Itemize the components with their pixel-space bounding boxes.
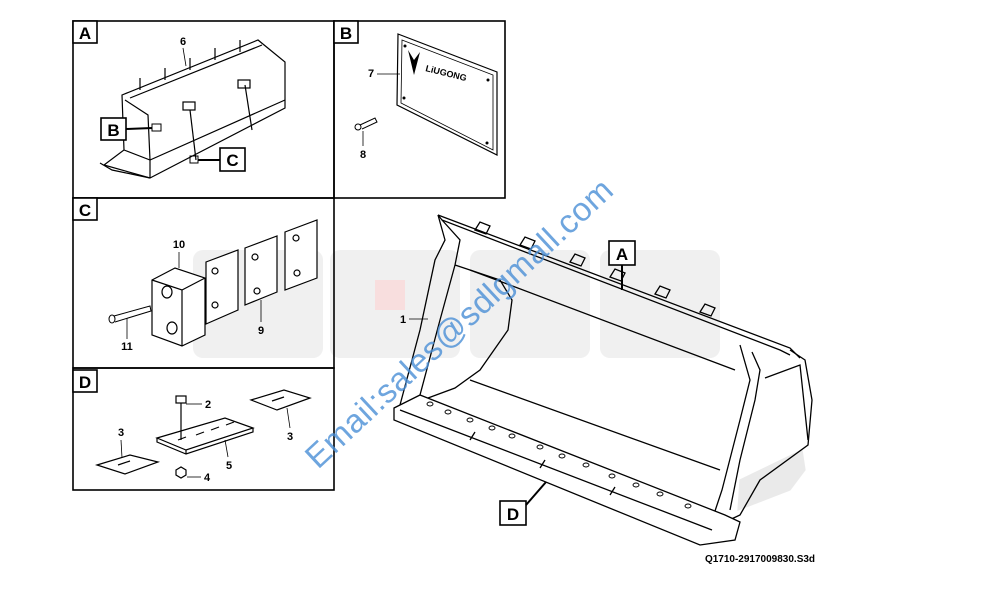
rivet-drawing xyxy=(354,117,378,131)
panel-a-tag: A xyxy=(79,24,91,43)
panel-c: C 10 11 9 xyxy=(72,197,335,369)
callout-8: 8 xyxy=(360,149,366,161)
callout-5: 5 xyxy=(226,460,232,472)
callout-7: 7 xyxy=(368,68,374,80)
callout-a-b: B xyxy=(107,121,119,140)
callout-main-a: A xyxy=(616,245,628,264)
callout-3-left: 3 xyxy=(118,427,124,439)
callout-a-c: C xyxy=(226,151,238,170)
callout-6: 6 xyxy=(180,36,186,48)
name-plate-drawing: LiUGONG xyxy=(396,33,498,156)
bucket-main-drawing xyxy=(393,214,813,546)
bucket-small-drawing xyxy=(99,39,286,179)
callout-main-d: D xyxy=(507,505,519,524)
callout-9: 9 xyxy=(258,325,264,337)
bolt-11-drawing xyxy=(108,305,152,324)
drawing-code: Q1710-2917009830.S3d xyxy=(705,554,815,565)
shim-plates-drawing xyxy=(205,219,318,325)
panel-b-tag: B xyxy=(340,24,352,43)
panel-d: D 2 3 3 5 4 xyxy=(72,367,335,491)
panel-a: A 6 B C xyxy=(72,20,335,199)
panel-d-tag: D xyxy=(79,373,91,392)
callout-4: 4 xyxy=(204,472,211,484)
callout-2: 2 xyxy=(205,399,211,411)
callout-11: 11 xyxy=(121,341,133,353)
callout-1: 1 xyxy=(400,314,406,326)
callout-10: 10 xyxy=(173,239,185,251)
panel-b: B LiUGONG 7 8 xyxy=(333,20,506,199)
wear-plates-drawing xyxy=(94,389,312,479)
panel-c-tag: C xyxy=(79,201,91,220)
callout-3-right: 3 xyxy=(287,431,293,443)
spacer-block-drawing xyxy=(151,267,206,347)
cutting-edge-bolts xyxy=(426,401,692,509)
